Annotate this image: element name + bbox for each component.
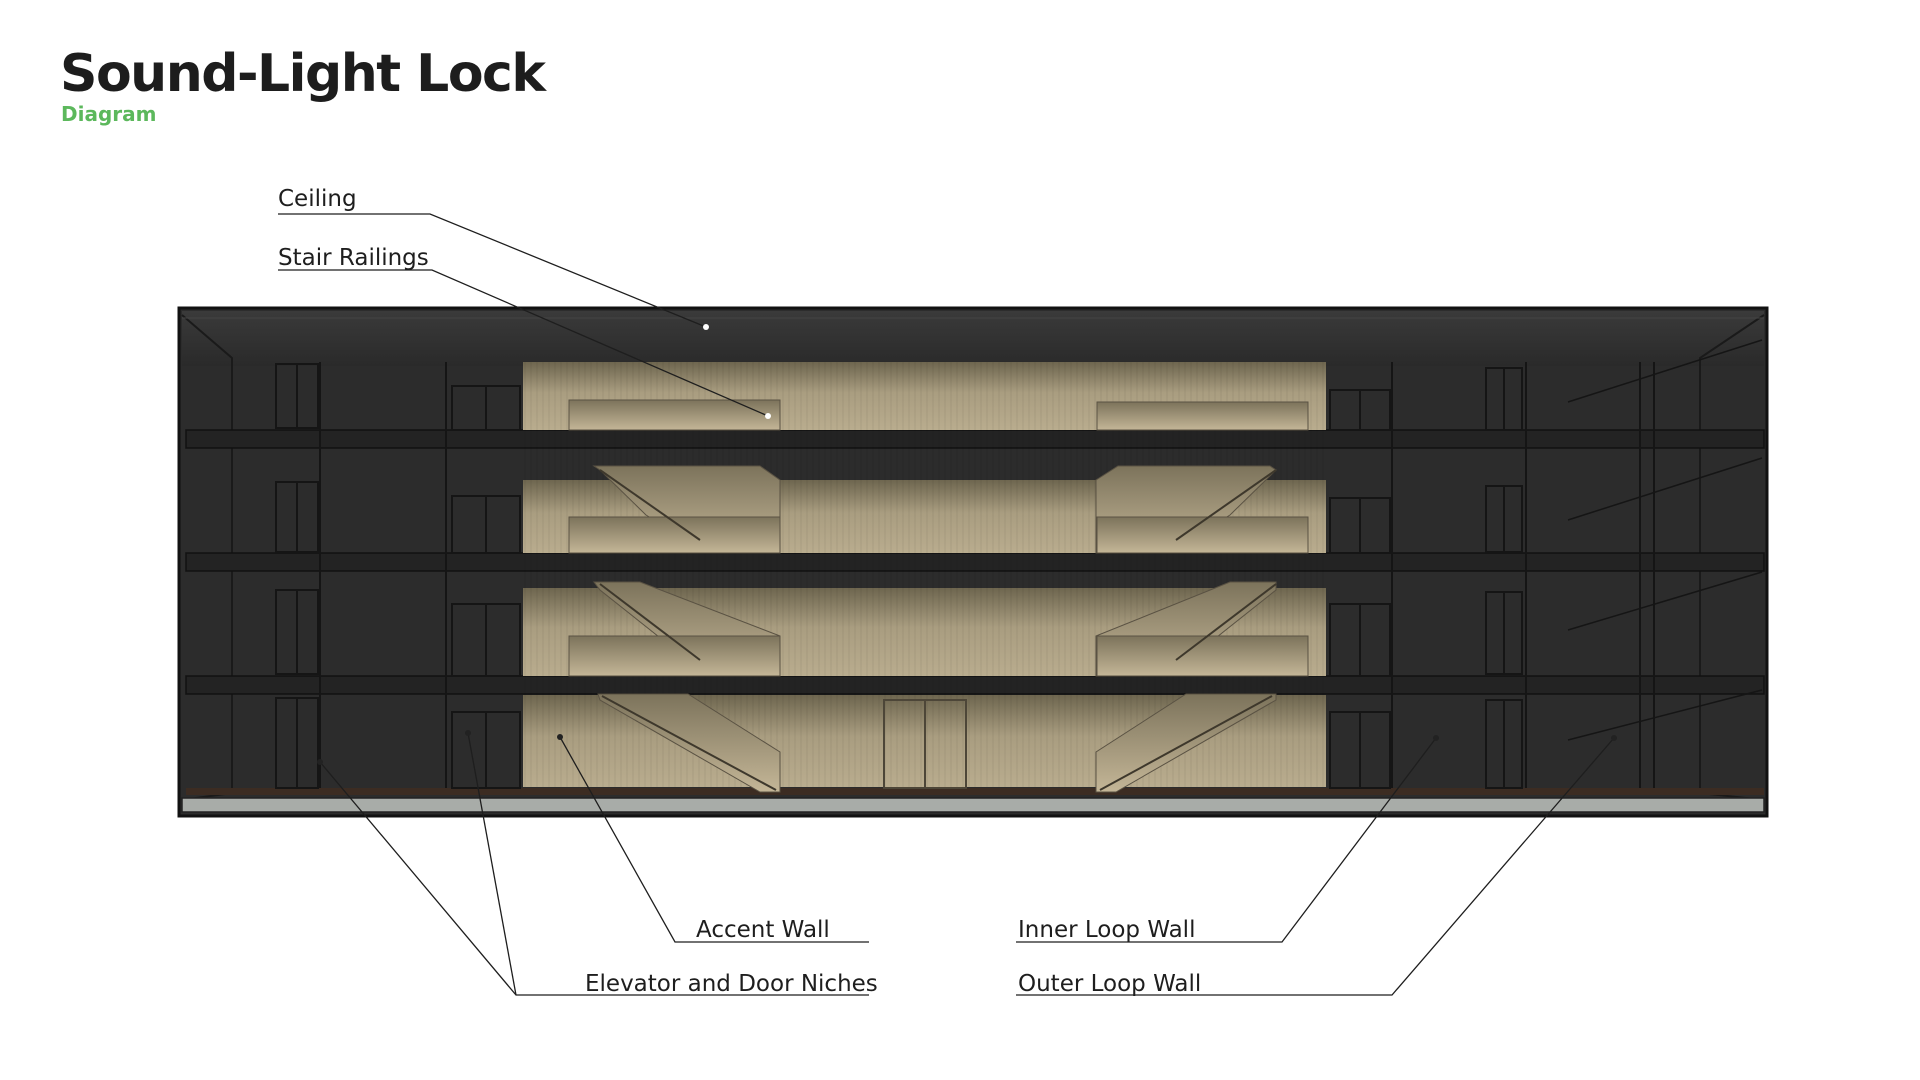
label-inner-loop-wall: Inner Loop Wall [1018, 917, 1195, 943]
label-stair-railings: Stair Railings [278, 245, 429, 271]
left-niches [275, 362, 521, 789]
right-niches [1329, 362, 1655, 789]
ceiling-zone [182, 311, 1764, 366]
page-title: Sound-Light Lock [60, 44, 546, 104]
label-accent-wall: Accent Wall [696, 917, 830, 943]
label-elevator-door-niches: Elevator and Door Niches [585, 971, 878, 997]
building-section [177, 306, 1769, 818]
callouts [278, 213, 1617, 996]
callout-line-niches-b [467, 732, 517, 996]
label-ceiling: Ceiling [278, 186, 357, 212]
floor-strip [181, 797, 1765, 813]
callout-line-ceiling [278, 213, 707, 328]
callout-line-accent-wall [559, 736, 869, 943]
ground-floor-finish [186, 788, 1764, 795]
callout-line-outer-loop [1016, 737, 1615, 996]
callout-line-stair-railings [278, 269, 769, 417]
page-subtitle: Diagram [61, 102, 157, 126]
label-outer-loop-wall: Outer Loop Wall [1018, 971, 1201, 997]
callout-line-inner-loop [1016, 737, 1437, 943]
